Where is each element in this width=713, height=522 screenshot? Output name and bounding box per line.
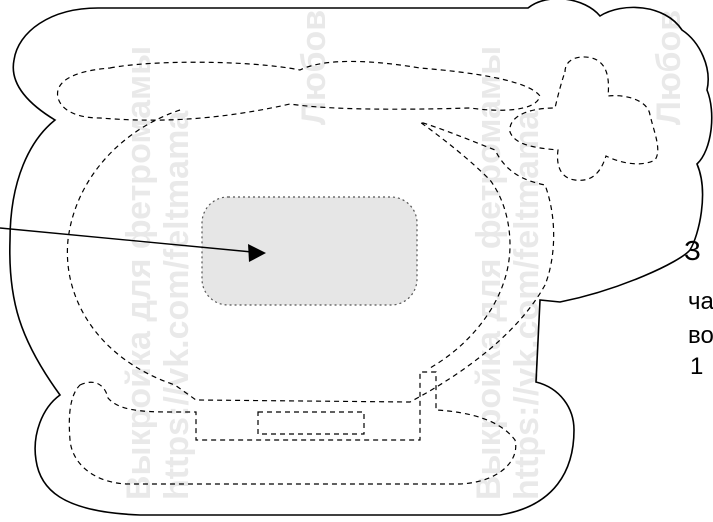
watermark-layer: Выкройка для фетромамы https://vk.com/fe…	[120, 10, 688, 500]
instruction-text-line-1: З	[684, 235, 701, 266]
rotor-dashed-outline	[56, 60, 541, 121]
window-shape	[201, 196, 418, 306]
outer-cut-outline	[8, 0, 713, 516]
watermark-pattern-text-right: Выкройка для фетромамы	[470, 46, 508, 500]
tail-rotor-dashed-outline	[509, 56, 659, 181]
watermark-pattern-text-left: Выкройка для фетромамы	[120, 46, 158, 500]
instruction-text-line-3: во	[688, 322, 713, 349]
instruction-text-line-4: 1	[690, 353, 704, 380]
watermark-author-text-center: Любов	[295, 10, 333, 125]
watermark-author-text-right: Любов	[650, 10, 688, 125]
instruction-text-line-2: ча	[688, 288, 713, 315]
pointer-arrow-head	[248, 244, 266, 262]
skid-slot-dashed-outline	[257, 411, 365, 435]
pointer-arrow-line	[0, 227, 253, 253]
watermark-url-text-left: https://vk.com/feltmama	[158, 110, 196, 500]
